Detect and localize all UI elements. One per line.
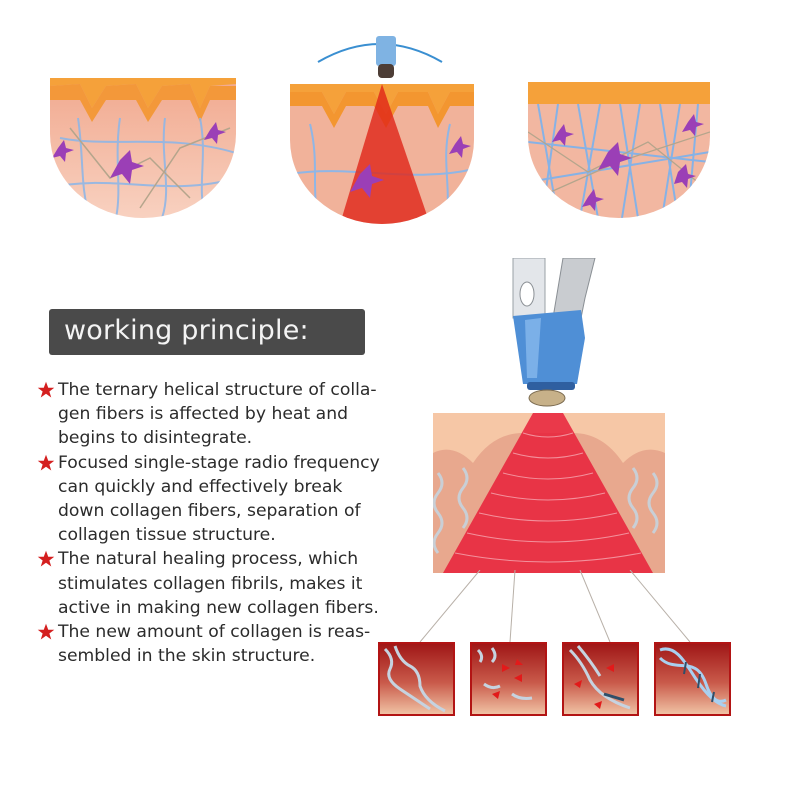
red-star-icon [37, 551, 55, 567]
red-star-icon [37, 381, 55, 398]
skin-before-illustration [50, 78, 236, 218]
list-item-line: sembled in the skin structure. [58, 646, 316, 667]
list-item-line: begins to disintegrate. [58, 428, 253, 449]
red-star-icon [37, 623, 55, 640]
list-item: The ternary helical structure of colla- … [36, 378, 381, 451]
connector-lines [400, 569, 720, 645]
list-item-line: down collagen fibers, separation of [58, 501, 361, 522]
stage-collagen-breakdown [470, 642, 547, 716]
principle-list: The ternary helical structure of colla- … [36, 378, 381, 668]
skin-after-illustration [528, 82, 710, 218]
stage-intact-collagen [378, 642, 455, 716]
stage-collagen-regenerating [562, 642, 639, 716]
list-item-line: The ternary helical structure of colla- [58, 380, 377, 400]
section-title: working principle: [64, 315, 309, 346]
list-item-line: can quickly and effectively break [58, 476, 343, 497]
list-item-line: collagen tissue structure. [58, 525, 276, 546]
red-star-icon [37, 454, 55, 471]
list-item-line: gen fibers is affected by heat and [58, 404, 348, 425]
list-item-line: The new amount of collagen is reas- [58, 622, 371, 643]
section-title-bar: working principle: [49, 309, 365, 355]
skin-rf-cross-section [433, 413, 665, 573]
list-item-line: The natural healing process, which [58, 549, 359, 570]
skin-during-illustration [290, 84, 474, 224]
stage-new-collagen [654, 642, 731, 716]
list-item-line: stimulates collagen fibrils, makes it [58, 573, 363, 594]
list-item-line: active in making new collagen fibers. [58, 597, 379, 618]
list-item-line: Focused single-stage radio frequency [58, 452, 380, 473]
list-item: The natural healing process, which stimu… [36, 547, 381, 620]
list-item: Focused single-stage radio frequency can… [36, 451, 381, 548]
list-item: The new amount of collagen is reas- semb… [36, 620, 381, 668]
handpiece-small-icon [370, 36, 402, 86]
rf-handpiece-illustration [505, 257, 605, 418]
